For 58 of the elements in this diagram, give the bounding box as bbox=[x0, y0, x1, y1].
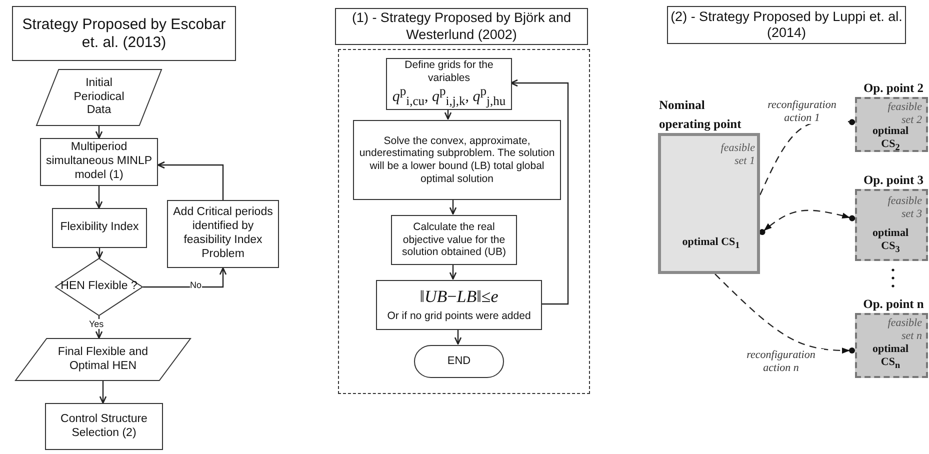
optimal-point-label: optimal CS$_{3}$ bbox=[871, 227, 910, 256]
operating-point-heading: Op. point n bbox=[862, 297, 925, 312]
feasible-set-label: feasible set 1 bbox=[720, 142, 755, 168]
process-box bbox=[353, 120, 561, 200]
feasible-set-label: feasible set 3 bbox=[886, 195, 922, 222]
title-text: (1) - Strategy Proposed by Björk and Westerlund (2002) bbox=[350, 10, 572, 43]
arrow bbox=[714, 274, 855, 354]
arrow bbox=[143, 267, 227, 288]
node-label: Calculate the real objective value for the solution obtained (UB) bbox=[401, 221, 507, 259]
title-box bbox=[335, 8, 588, 45]
arrow bbox=[99, 381, 107, 404]
operating-point-heading: Op. point 3 bbox=[862, 173, 925, 188]
node-label: END bbox=[447, 354, 471, 368]
operating-point-heading: Nominal operating point bbox=[659, 97, 742, 133]
node-label: Define grids for the variables bbox=[404, 58, 494, 84]
title-text: Strategy Proposed by Escobar et. al. (2013) bbox=[21, 16, 227, 52]
node-label: Add Critical periods identified by feasibility Index Problem bbox=[172, 206, 274, 262]
terminator-shape bbox=[414, 345, 504, 378]
arrow bbox=[95, 316, 103, 339]
arrow bbox=[157, 161, 224, 200]
edge-label: Yes bbox=[89, 319, 104, 330]
arrow bbox=[454, 329, 462, 345]
process-box bbox=[45, 403, 163, 450]
arrow bbox=[449, 199, 457, 215]
process-box bbox=[167, 200, 279, 268]
feasible-set-label: feasible set 2 bbox=[888, 101, 922, 126]
optimal-point-label: optimal CS$_{n}$ bbox=[871, 343, 910, 372]
node-label: Flexibility Index bbox=[60, 221, 139, 235]
title-text: (2) - Strategy Proposed by Luppi et. al. (2014) bbox=[670, 8, 904, 42]
optimal-point-label: optimal CS$_{1}$ bbox=[681, 236, 741, 252]
dashed-frame bbox=[338, 49, 590, 394]
decision-box bbox=[376, 280, 542, 330]
node-label: Solve the convex, approximate, underestimating subproblem. The solution will be a lower bound (LB) total global optimal solution bbox=[358, 134, 556, 186]
process-box bbox=[386, 58, 512, 110]
feasible-set-label: feasible set n bbox=[886, 317, 922, 344]
arrow bbox=[95, 126, 103, 139]
title-box bbox=[12, 6, 236, 61]
node-label: Initial Periodical Data bbox=[72, 76, 126, 118]
arrow bbox=[449, 264, 457, 280]
node-label: Control Structure Selection (2) bbox=[60, 412, 148, 440]
operating-point-heading: Op. point 2 bbox=[862, 81, 925, 96]
optimal-point-label: optimal CS$_{2}$ bbox=[871, 125, 910, 154]
node-label: Final Flexible and Optimal HEN bbox=[56, 346, 150, 374]
arrow bbox=[444, 109, 452, 120]
node-label: ‖UB−LB‖≤e bbox=[420, 287, 498, 308]
data-parallelogram bbox=[36, 69, 162, 126]
arrow bbox=[95, 186, 103, 209]
arrow bbox=[96, 248, 104, 259]
node-label: HEN Flexible ? bbox=[60, 280, 138, 294]
arrow bbox=[759, 210, 856, 236]
node-detail: Or if no grid points were added bbox=[387, 310, 531, 323]
data-parallelogram bbox=[15, 338, 191, 381]
process-box bbox=[52, 208, 147, 248]
decision-diamond bbox=[55, 258, 143, 316]
arrow bbox=[510, 79, 569, 305]
node-label: Multiperiod simultaneous MINLP model (1) bbox=[44, 141, 154, 183]
edge-label: No bbox=[190, 280, 202, 290]
process-box bbox=[391, 215, 517, 265]
